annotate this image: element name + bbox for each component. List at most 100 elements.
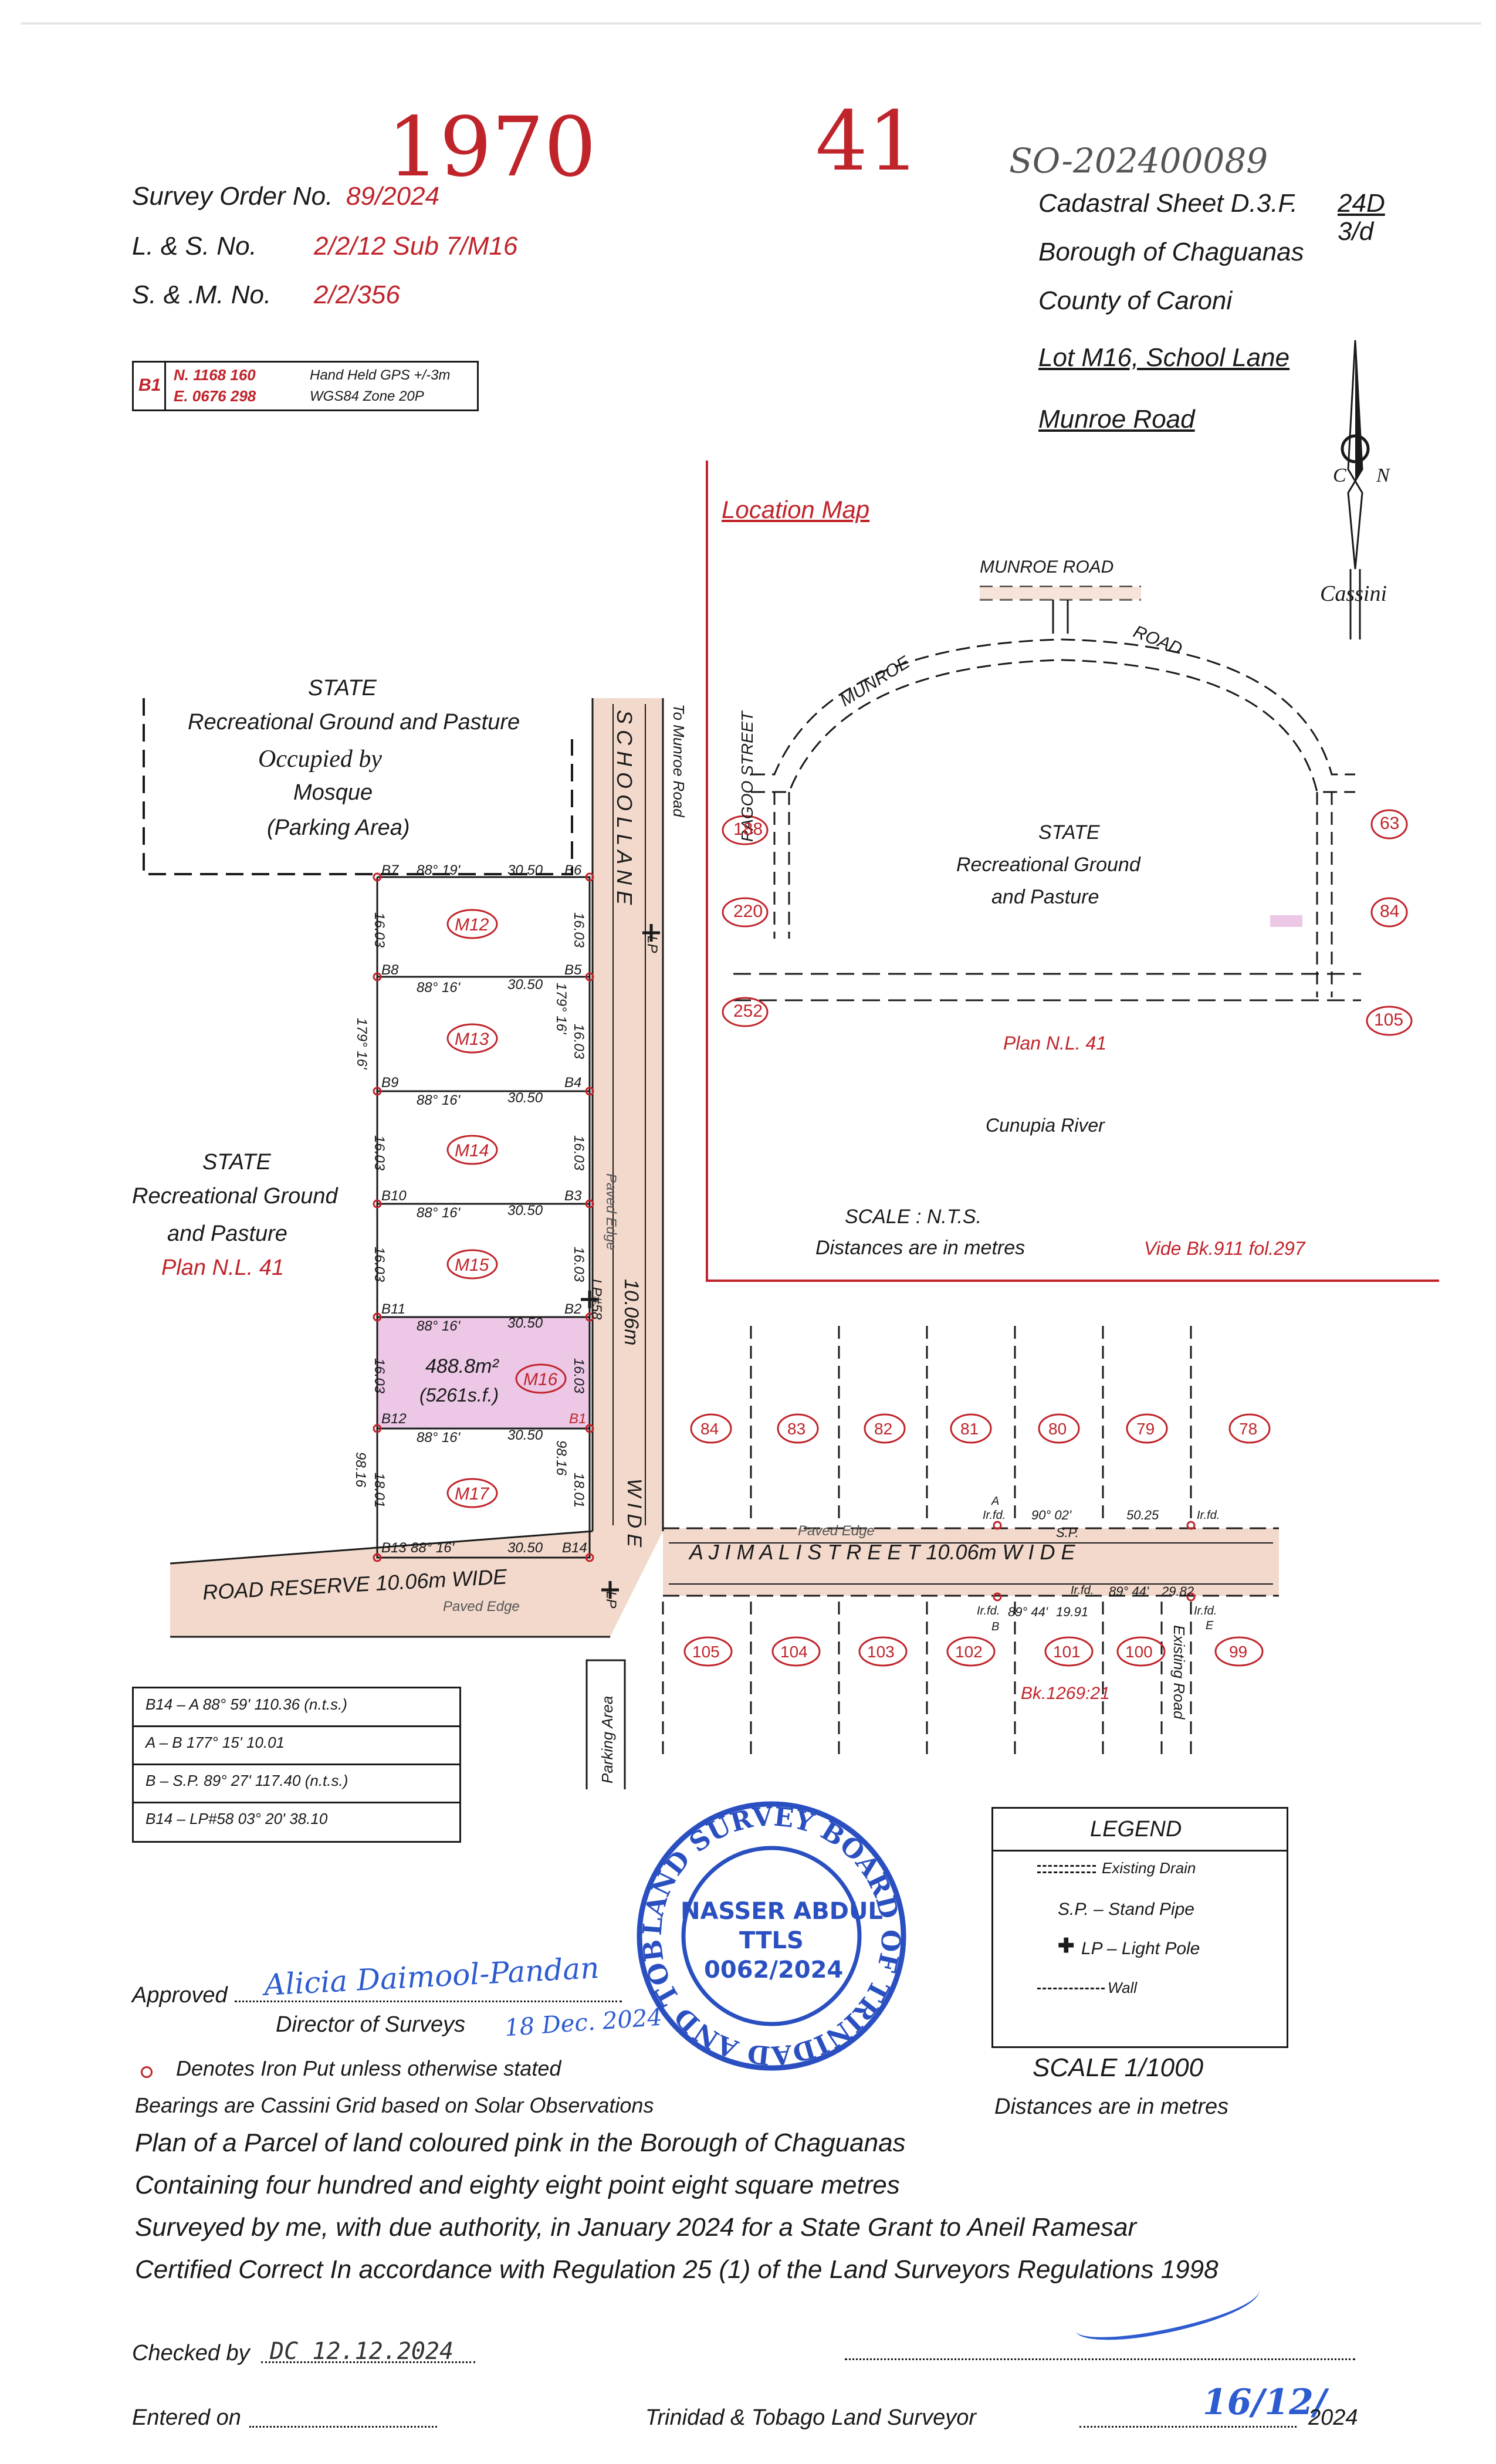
location-map-title: Location Map (722, 496, 870, 523)
lot-m12: M12 (455, 915, 489, 935)
road-description: Munroe Road (1038, 405, 1195, 434)
school-lane-width: 10.06m (620, 1279, 642, 1346)
lot-m14: M14 (455, 1141, 489, 1160)
side-right-m15: 16.03 (571, 1247, 587, 1282)
b-distance: 19.91 (1056, 1605, 1089, 1619)
side-left-m16: 16.03 (371, 1358, 387, 1394)
lot-104-south: 104 (780, 1643, 808, 1661)
legend-sp: S.P. – Stand Pipe (1058, 1900, 1194, 1919)
land-survey-board-stamp: LAND SURVEY BOARD OF TRINIDAD AND TOBAGO (631, 1795, 906, 2071)
side-left-m17: 18.01 (371, 1473, 387, 1508)
dist-bottom: 30.50 (507, 1540, 543, 1556)
to-munroe-road: To Munroe Road (670, 704, 688, 817)
loc-lot-188: 188 (733, 820, 763, 839)
point-b5: B5 (564, 962, 582, 978)
surveyed-line: Surveyed by me, with due authority, in J… (135, 2213, 1137, 2242)
parking-area: Parking Area (598, 1695, 616, 1783)
gps-box: B1 N. 1168 160 E. 0676 298 Hand Held GPS… (132, 361, 479, 411)
legend-title-line (993, 1850, 1287, 1852)
approved-dots (235, 2001, 622, 2002)
side-left-m12: 16.03 (371, 912, 387, 948)
surveyor-year: 2024 (1308, 2405, 1358, 2430)
point-b4: B4 (564, 1075, 582, 1091)
stamp-ttls: TTLS (739, 1927, 804, 1954)
lot-m15: M15 (455, 1255, 489, 1275)
legend-title: LEGEND (1090, 1817, 1182, 1842)
paved-edge-school: Paved Edge (603, 1173, 619, 1250)
traverse-row-1: B14 – A 88° 59' 110.36 (n.t.s.) (145, 1695, 347, 1713)
lot-m16: M16 (523, 1370, 558, 1389)
county: County of Caroni (1038, 286, 1233, 315)
point-b2: B2 (564, 1301, 582, 1317)
director-of-surveys: Director of Surveys (276, 2012, 466, 2037)
area-sf: (5261s.f.) (419, 1385, 499, 1406)
traverse-line-3 (134, 1802, 459, 1803)
loc-lot-105: 105 (1374, 1010, 1404, 1030)
loc-rec-ground: Recreational Ground (956, 854, 1140, 876)
bearing-m17: 88° 16' (417, 1430, 461, 1446)
dist-m13: 30.50 (507, 977, 543, 993)
ls-label: L. & S. No. (132, 232, 257, 260)
side-right-brg: 179° 16' (553, 983, 569, 1034)
top-rule (21, 22, 1481, 25)
approved-label: Approved (132, 1983, 228, 2008)
lot-100-south: 100 (1125, 1643, 1153, 1661)
north-n-label: N (1376, 465, 1390, 486)
side-left-m15: 16.03 (371, 1247, 387, 1282)
loc-lot-63: 63 (1380, 814, 1400, 833)
entered-label: Entered on (132, 2405, 241, 2430)
legend-wall-symbol (1037, 1988, 1105, 1989)
lot-105-south: 105 (692, 1643, 720, 1661)
bearing-m16: 88° 16' (417, 1318, 461, 1334)
dist-m16: 30.50 (507, 1315, 543, 1331)
loc-state: STATE (1038, 821, 1100, 844)
containing-line: Containing four hundred and eighty eight… (135, 2171, 900, 2199)
lot-101-south: 101 (1053, 1643, 1081, 1661)
cadastral-sheet: Cadastral Sheet D.3.F. (1038, 189, 1298, 218)
loc-lot-220: 220 (733, 902, 763, 921)
point-b8: B8 (381, 962, 399, 978)
side-right-m13: 16.03 (571, 1024, 587, 1060)
bearing-m15: 88° 16' (417, 1205, 461, 1221)
west-rec: Recreational Ground (132, 1184, 338, 1209)
point-e: E (1206, 1619, 1214, 1632)
stamp-name: NASSER ABDUL (681, 1898, 883, 1925)
ajim-ali-street: A J I M A L I S T R E E T 10.06m W I D E (689, 1540, 1075, 1564)
side-right-m14: 16.03 (571, 1135, 587, 1171)
side-left-brg: 179° 16' (354, 1018, 370, 1069)
traverse-line-1 (134, 1725, 459, 1727)
survey-order-label: Survey Order No. (132, 182, 333, 211)
traverse-row-3: B – S.P. 89° 27' 117.40 (n.t.s.) (145, 1772, 348, 1789)
side-right-98: 98.16 (553, 1440, 569, 1476)
loc-plan: Plan N.L. 41 (1003, 1033, 1107, 1054)
surveyor-dots (1079, 2426, 1297, 2428)
side-left-m14: 16.03 (371, 1135, 387, 1171)
legend-drain: Existing Drain (1102, 1859, 1196, 1877)
bk-reference: Bk.1269:21 (1021, 1684, 1110, 1703)
mosque: Mosque (293, 780, 373, 805)
irfd-mid: Ir.fd. (1071, 1584, 1094, 1597)
irfd-a: Ir.fd. (983, 1509, 1006, 1522)
lot-description: Lot M16, School Lane (1038, 343, 1290, 372)
surveyor-label: Trinidad & Tobago Land Surveyor (645, 2405, 977, 2430)
location-map-bottom-border (706, 1280, 1439, 1282)
paved-edge-reserve: Paved Edge (443, 1599, 520, 1615)
sheet-ref-top: 24D (1338, 189, 1385, 218)
point-b1: B1 (569, 1411, 587, 1427)
loc-distances: Distances are in metres (815, 1237, 1025, 1259)
entered-dots (249, 2426, 437, 2428)
gps-id: B1 (138, 375, 161, 395)
legend-lp: LP – Light Pole (1081, 1939, 1200, 1958)
stamp-number: 0062/2024 (704, 1957, 844, 1984)
e-distance: 29.82 (1162, 1584, 1194, 1599)
checked-label: Checked by (132, 2341, 250, 2365)
irfd-a2: Ir.fd. (1197, 1509, 1220, 1522)
sp-label: S.P. (1056, 1525, 1079, 1540)
dist-m14: 30.50 (507, 1090, 543, 1106)
lp-label-top: LP (644, 936, 660, 953)
checked-signature: DC 12.12.2024 (270, 2338, 454, 2365)
a-bearing: 90° 02' (1031, 1508, 1072, 1522)
side-right-m16: 16.03 (571, 1358, 587, 1394)
gps-east: E. 0676 298 (174, 387, 256, 405)
traverse-row-2: A – B 177° 15' 10.01 (145, 1734, 285, 1751)
